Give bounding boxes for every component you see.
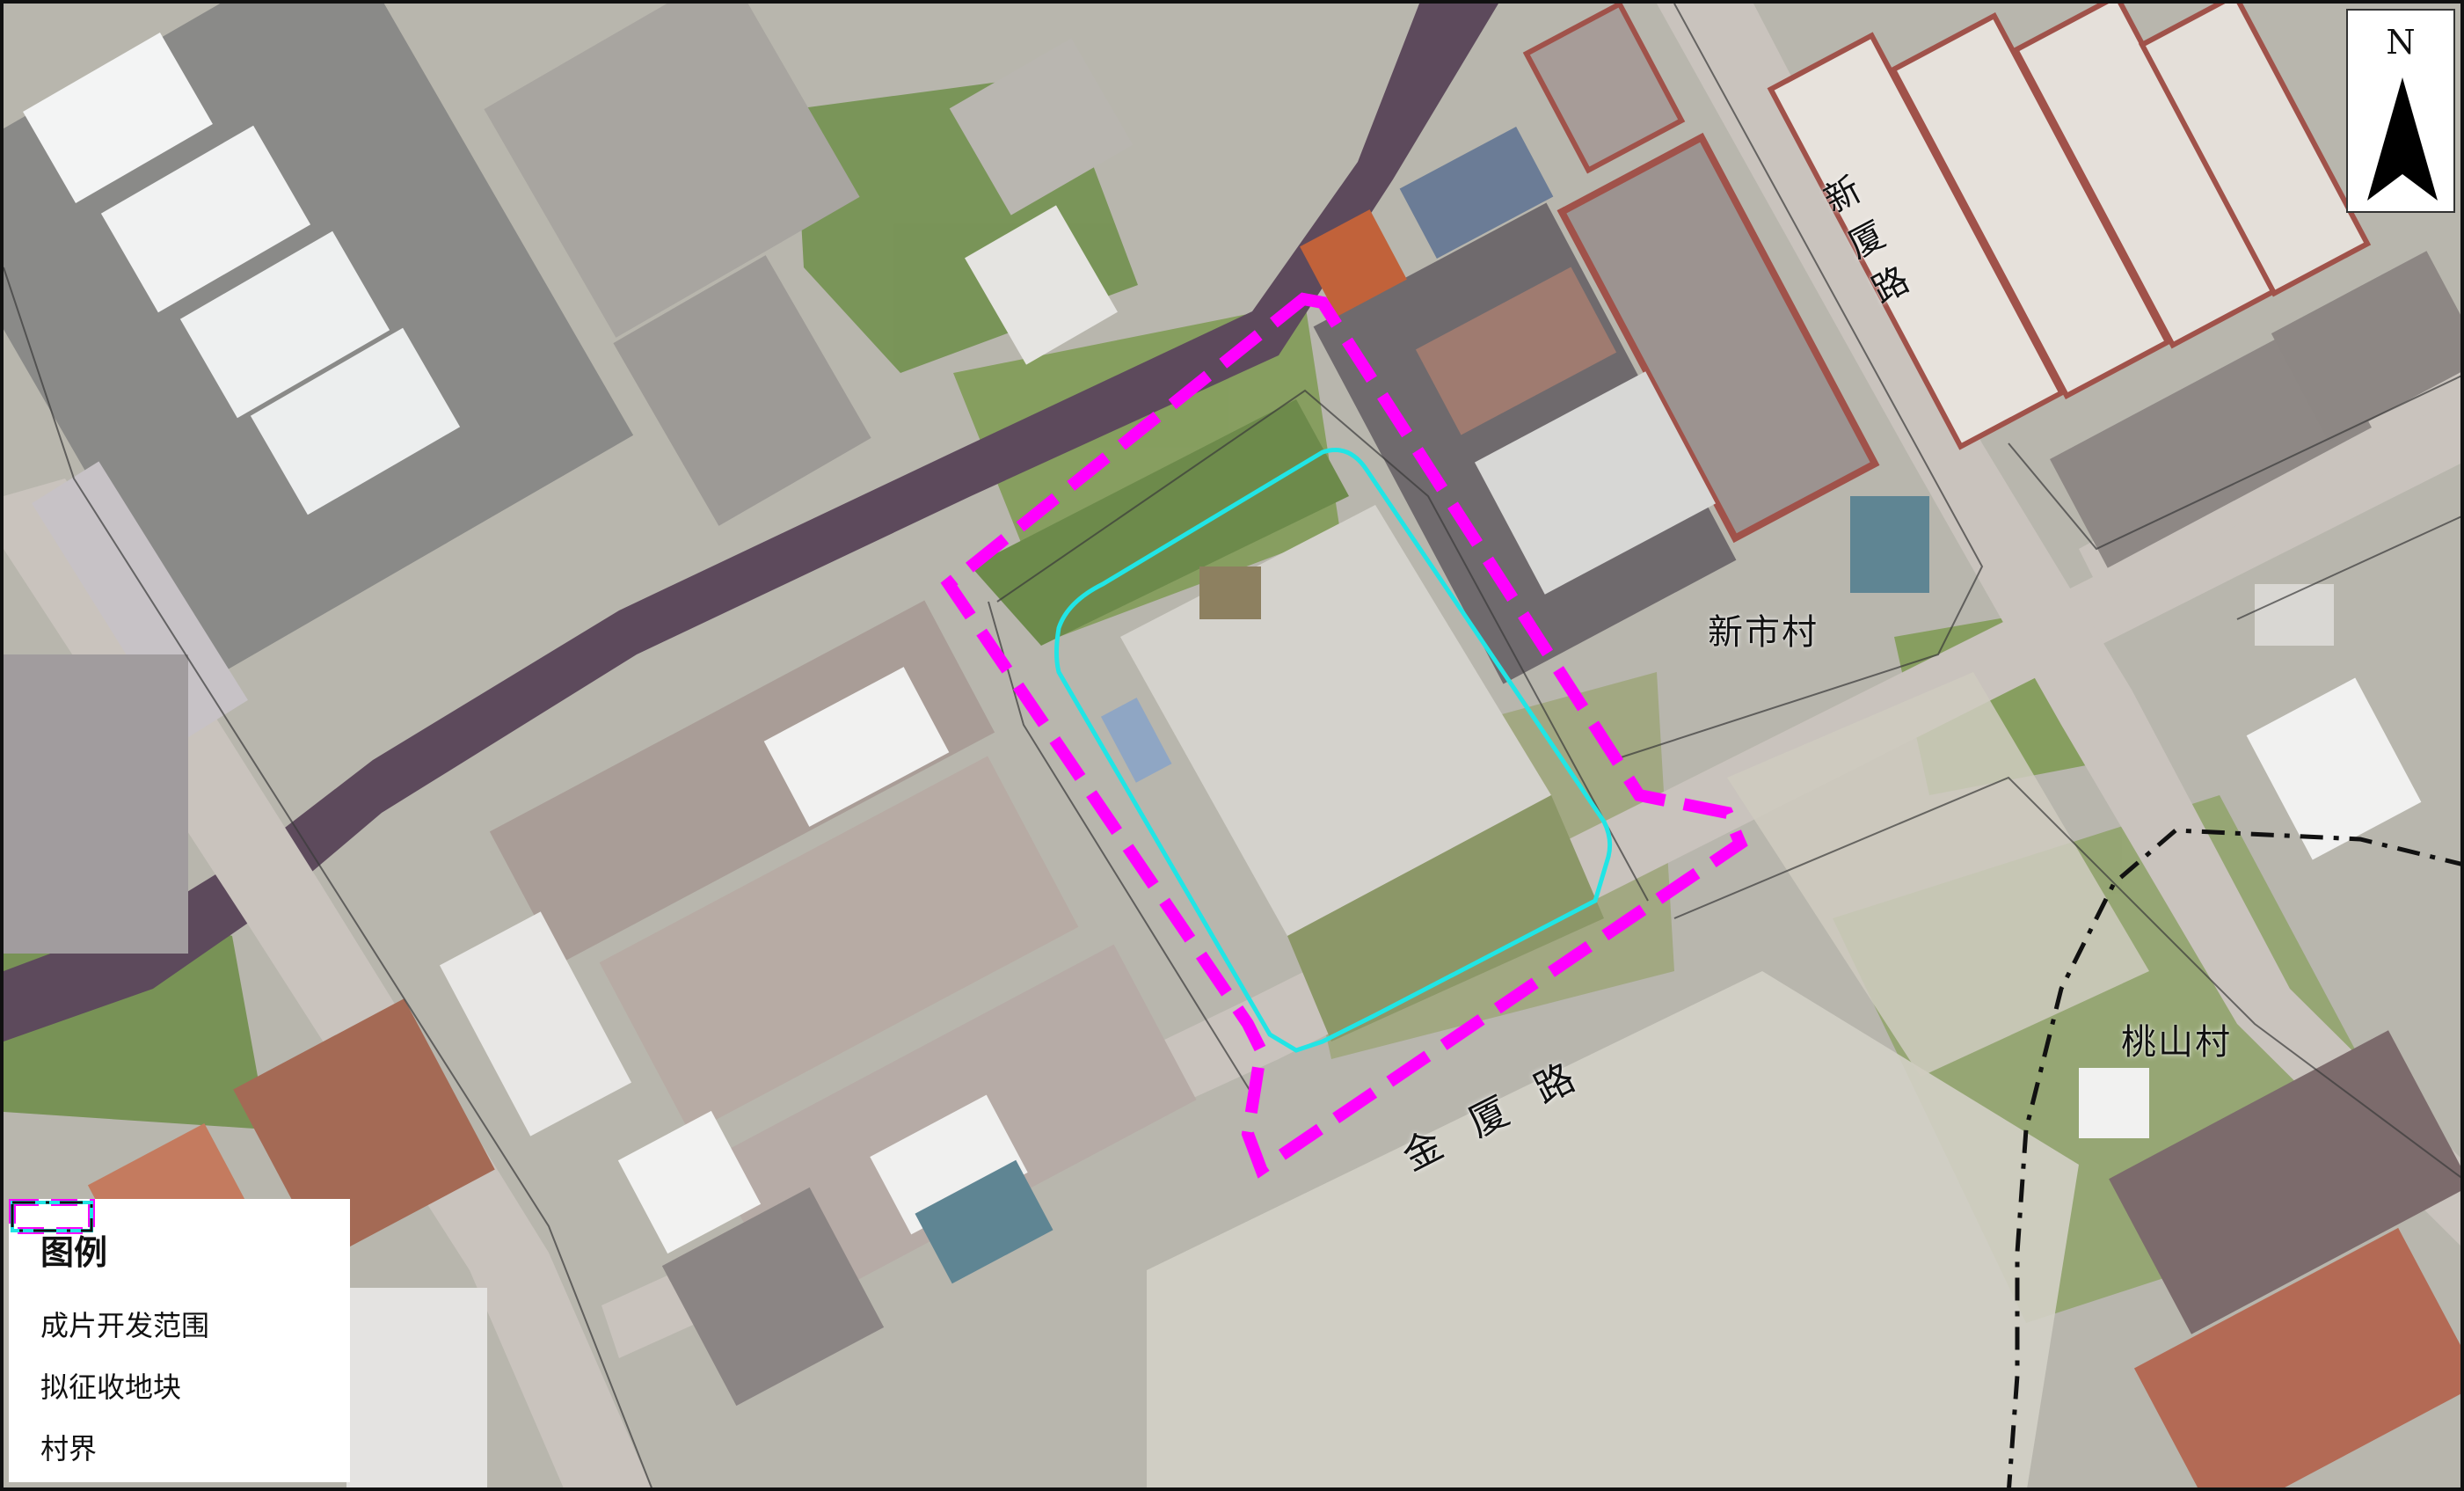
satellite-basemap bbox=[4, 4, 2460, 1487]
north-arrow-icon bbox=[2367, 77, 2438, 201]
taoshan-village-label: 桃山村 bbox=[2121, 1022, 2232, 1063]
legend-panel: 图例 成片开发范围 拟征收地块 村界 bbox=[9, 1199, 350, 1482]
legend-item-development: 成片开发范围 bbox=[9, 1199, 350, 1355]
north-label: N bbox=[2386, 23, 2416, 62]
legend-item-label: 村界 bbox=[40, 1432, 98, 1465]
legend-item-label: 拟征收地块 bbox=[40, 1370, 182, 1404]
north-arrow: N bbox=[2346, 9, 2455, 213]
acquisition-parcel-outline bbox=[1054, 448, 1613, 1053]
legend-item-village-boundary: 村界 bbox=[11, 1201, 350, 1478]
development-boundary-outline bbox=[940, 292, 1748, 1179]
village-boundary-line bbox=[2007, 828, 2460, 1487]
legend-title: 图例 bbox=[40, 1233, 108, 1272]
legend-item-acquisition: 拟征收地块 bbox=[11, 1201, 350, 1416]
xinshi-village-label: 新市村 bbox=[1708, 612, 1819, 653]
legend-item-label: 成片开发范围 bbox=[40, 1309, 210, 1342]
black-dashed-box-icon bbox=[11, 1201, 93, 1232]
